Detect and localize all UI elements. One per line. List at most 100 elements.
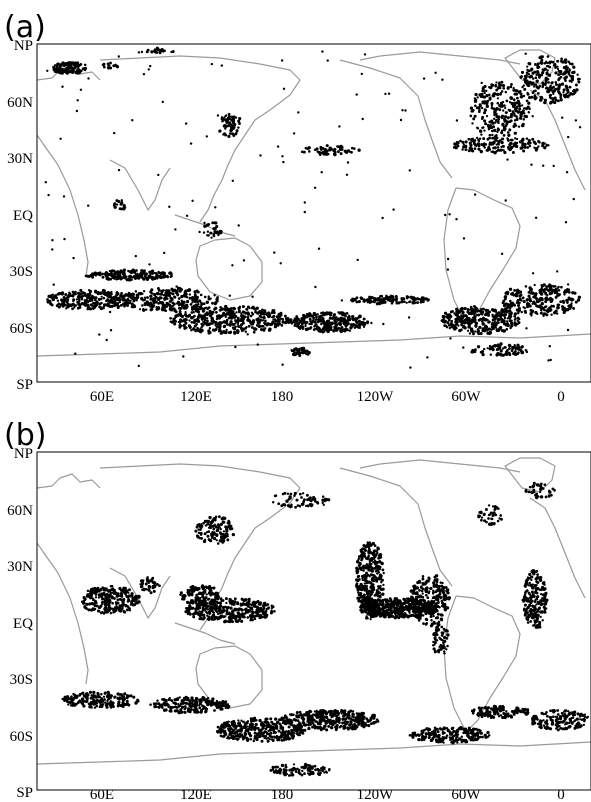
observation-point bbox=[484, 324, 488, 328]
observation-point bbox=[49, 296, 53, 299]
observation-point bbox=[178, 310, 182, 313]
observation-point bbox=[360, 555, 364, 559]
observation-point bbox=[104, 273, 108, 277]
observation-point bbox=[534, 293, 538, 297]
observation-point bbox=[211, 317, 215, 321]
observation-point bbox=[513, 114, 516, 117]
observation-point bbox=[191, 316, 195, 319]
observation-point bbox=[523, 306, 527, 310]
observation-point bbox=[510, 349, 514, 353]
observation-point bbox=[223, 605, 227, 609]
observation-point bbox=[482, 144, 486, 148]
observation-point bbox=[476, 345, 481, 349]
observation-point bbox=[574, 300, 578, 304]
observation-point bbox=[429, 586, 433, 590]
observation-point bbox=[71, 290, 75, 294]
observation-point bbox=[572, 88, 576, 92]
observation-point bbox=[491, 136, 494, 140]
observation-point bbox=[458, 310, 461, 313]
observation-point bbox=[94, 274, 97, 277]
observation-point bbox=[473, 309, 477, 313]
observation-point bbox=[400, 300, 404, 304]
observation-point bbox=[576, 298, 581, 302]
observation-point bbox=[102, 65, 106, 69]
observation-point bbox=[537, 298, 541, 301]
observation-point bbox=[517, 309, 520, 312]
observation-point bbox=[429, 612, 432, 615]
observation-point bbox=[69, 294, 73, 298]
observation-point bbox=[87, 294, 90, 298]
observation-point bbox=[515, 292, 518, 295]
observation-point bbox=[519, 75, 523, 79]
observation-point bbox=[221, 330, 225, 334]
observation-point bbox=[473, 315, 477, 319]
observation-point bbox=[504, 199, 507, 202]
observation-point bbox=[137, 51, 141, 54]
observation-point bbox=[190, 329, 193, 332]
observation-point bbox=[92, 602, 96, 606]
observation-point bbox=[479, 129, 483, 133]
observation-point bbox=[541, 141, 545, 146]
observation-point bbox=[349, 317, 352, 321]
observation-point bbox=[516, 319, 519, 322]
observation-point bbox=[112, 295, 115, 299]
observation-point bbox=[157, 302, 160, 305]
observation-point bbox=[523, 112, 526, 115]
observation-point bbox=[548, 60, 552, 64]
observation-point bbox=[248, 307, 251, 310]
observation-point bbox=[262, 328, 266, 331]
observation-point bbox=[231, 322, 236, 326]
observation-point bbox=[367, 554, 370, 557]
observation-point bbox=[119, 294, 123, 298]
observation-point bbox=[549, 358, 552, 362]
observation-point bbox=[233, 307, 237, 311]
observation-point bbox=[443, 640, 447, 643]
observation-point bbox=[376, 546, 380, 550]
observation-point bbox=[203, 318, 207, 322]
observation-point bbox=[438, 645, 441, 648]
observation-point bbox=[120, 595, 124, 598]
observation-point bbox=[430, 622, 434, 626]
observation-point bbox=[290, 322, 293, 325]
panel-a-xtick-0: 0 bbox=[557, 389, 565, 405]
observation-point bbox=[503, 118, 507, 122]
observation-point bbox=[51, 239, 54, 242]
observation-point bbox=[416, 581, 420, 585]
observation-point bbox=[225, 308, 229, 312]
observation-point bbox=[439, 643, 442, 647]
observation-point bbox=[60, 298, 63, 301]
observation-point bbox=[231, 179, 234, 182]
observation-point bbox=[233, 317, 236, 320]
observation-point bbox=[372, 573, 375, 577]
observation-point bbox=[72, 298, 76, 302]
observation-point bbox=[508, 287, 513, 291]
observation-point bbox=[376, 599, 380, 602]
observation-point bbox=[362, 543, 366, 548]
observation-point bbox=[366, 597, 371, 601]
observation-point bbox=[469, 143, 473, 147]
observation-point bbox=[190, 307, 195, 311]
observation-point bbox=[502, 86, 506, 90]
observation-point bbox=[101, 602, 104, 606]
observation-point bbox=[381, 216, 384, 220]
observation-point bbox=[152, 300, 155, 304]
observation-point bbox=[131, 292, 135, 297]
observation-point bbox=[327, 149, 331, 152]
observation-point bbox=[273, 325, 278, 329]
observation-point bbox=[441, 633, 444, 636]
observation-point bbox=[554, 71, 558, 75]
observation-point bbox=[301, 327, 304, 331]
observation-point bbox=[358, 319, 361, 323]
observation-point bbox=[447, 318, 451, 322]
observation-point bbox=[149, 301, 153, 305]
observation-point bbox=[142, 308, 146, 312]
observation-point bbox=[431, 613, 435, 616]
observation-point bbox=[521, 123, 524, 126]
observation-point bbox=[409, 589, 413, 593]
observation-point bbox=[198, 299, 202, 303]
observation-point bbox=[255, 605, 259, 609]
observation-point bbox=[118, 586, 122, 591]
observation-point bbox=[149, 273, 152, 277]
observation-point bbox=[187, 324, 191, 328]
observation-point bbox=[526, 68, 529, 71]
